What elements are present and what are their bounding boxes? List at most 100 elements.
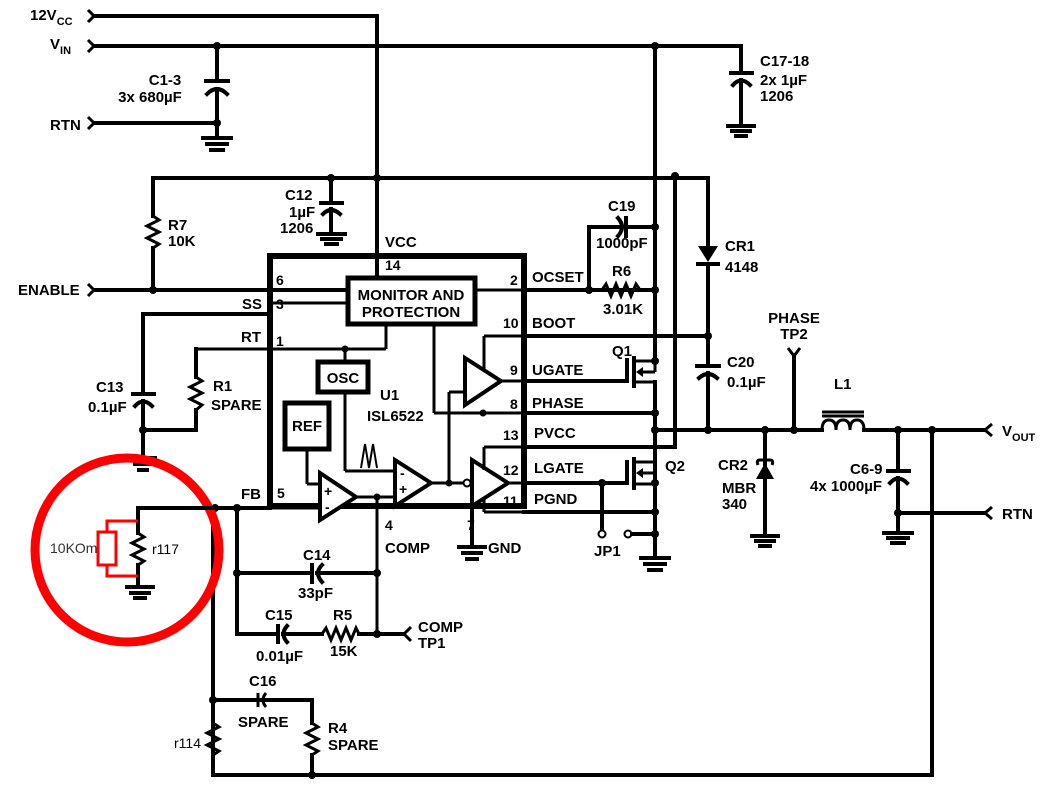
junction-dot xyxy=(651,409,659,417)
junction-dot xyxy=(704,332,712,340)
c20-value: 0.1µF xyxy=(727,374,766,391)
junction-dot xyxy=(149,286,157,294)
resistor-zigzag xyxy=(302,721,322,757)
cr1-value: 4148 xyxy=(725,259,758,276)
cr2-ref: CR2 xyxy=(718,457,748,474)
c12-ref: C12 xyxy=(285,187,313,204)
jp1-ref: JP1 xyxy=(594,543,621,560)
c12-pkg: 1206 xyxy=(280,220,313,237)
resistor-zigzag xyxy=(128,531,148,567)
capacitor-c1-3: C1-3 3x 680µF xyxy=(118,44,230,138)
pin-lgate-label: LGATE xyxy=(534,460,584,477)
error-amp-minus: - xyxy=(325,499,330,515)
junction-dot xyxy=(373,630,381,638)
r117-ref: r117 xyxy=(152,541,179,557)
tp2-line2: TP2 xyxy=(780,326,808,343)
svg-text:12VCC: 12VCC xyxy=(30,7,73,28)
pin-ss-label: SS xyxy=(242,296,262,313)
input-vin: VIN xyxy=(50,36,743,57)
c17-18-pkg: 1206 xyxy=(760,88,793,105)
pin-ugate-label: UGATE xyxy=(532,362,583,379)
resistor-zigzag xyxy=(186,375,206,412)
tp1-line2: TP1 xyxy=(418,635,446,652)
pin-6: 6 xyxy=(276,272,284,288)
testpoint-tp2[interactable]: PHASE TP2 xyxy=(768,310,820,432)
ground-icon xyxy=(639,556,671,572)
jumper-pin[interactable] xyxy=(597,529,607,539)
c19-ref: C19 xyxy=(608,198,636,215)
ground-icon xyxy=(882,531,914,545)
ground-icon xyxy=(457,545,487,561)
pin-rt-label: RT xyxy=(241,329,261,346)
schottky-bar xyxy=(755,458,775,466)
junction-dot xyxy=(651,479,659,487)
r1-ref: R1 xyxy=(213,378,232,395)
label-rtn-in: RTN xyxy=(50,117,81,134)
c16-value: SPARE xyxy=(238,714,289,731)
junction-dot xyxy=(651,357,659,365)
c15-ref: C15 xyxy=(265,607,293,624)
capacitor-c16: C16 SPARE xyxy=(238,673,314,731)
pin-boot-label: BOOT xyxy=(532,315,575,332)
capacitor-c12: C12 1µF 1206 xyxy=(280,176,344,237)
r1-value: SPARE xyxy=(211,397,262,414)
l1-ref: L1 xyxy=(834,376,852,393)
resistor-r1: R1 SPARE xyxy=(141,347,262,432)
capacitor-c14: C14 33pF xyxy=(233,547,381,602)
r6-ref: R6 xyxy=(612,263,631,280)
ic-ref: U1 xyxy=(380,387,399,404)
r5-value: 15K xyxy=(330,643,358,660)
tp1-line1: COMP xyxy=(418,619,463,636)
resistor-r4: R4 SPARE xyxy=(302,698,379,777)
jumper-jp1[interactable]: JP1 xyxy=(594,481,659,560)
resistor-zigzag xyxy=(600,280,642,300)
resistor-zigzag xyxy=(203,721,223,757)
pin-gnd-label: GND xyxy=(488,540,522,557)
pin-phase-label: PHASE xyxy=(532,395,584,412)
monitor-line1: MONITOR AND xyxy=(358,287,465,304)
resistor-zigzag xyxy=(320,624,361,644)
pin-pvcc-label: PVCC xyxy=(534,425,576,442)
q2-ref: Q2 xyxy=(665,458,685,475)
junction-dot xyxy=(209,696,217,704)
mosfet-arrow-icon xyxy=(636,367,643,377)
resistor-r6: R6 3.01K xyxy=(600,263,643,318)
testpoint-icon xyxy=(401,625,413,643)
svg-text:VIN: VIN xyxy=(50,36,71,57)
label-vout: V xyxy=(1002,423,1012,440)
inverter-bubble xyxy=(462,478,472,488)
label-12vcc-sub: CC xyxy=(57,16,73,28)
added-resistor-red: 10KOm xyxy=(50,519,138,578)
error-amp-plus: + xyxy=(324,483,332,499)
pin-ocset-label: OCSET xyxy=(532,269,584,286)
label-vin-sub: IN xyxy=(60,45,71,57)
junction-dot xyxy=(651,426,659,434)
error-amplifier xyxy=(318,469,360,524)
input-enable: ENABLE xyxy=(18,282,350,299)
arrow-vout-icon xyxy=(982,422,993,438)
pin-pgnd-label: PGND xyxy=(534,491,578,508)
c13-value: 0.1µF xyxy=(88,399,127,416)
c1-3-ref: C1-3 xyxy=(149,72,182,89)
added-resistor-value: 10KOm xyxy=(50,540,97,556)
diode-icon xyxy=(698,246,718,262)
input-12vcc: 12VCC xyxy=(30,7,379,28)
c20-ref: C20 xyxy=(727,354,755,371)
tp2-line1: PHASE xyxy=(768,310,820,327)
capacitor-c6-9: C6-9 4x 1000µF xyxy=(810,428,911,533)
pin-13: 13 xyxy=(503,427,519,443)
testpoint-icon xyxy=(786,347,802,359)
junction-dot xyxy=(373,174,381,182)
capacitor-c20: C20 0.1µF xyxy=(695,354,766,432)
pin-8: 8 xyxy=(510,396,518,412)
c6-9-value: 4x 1000µF xyxy=(810,478,882,495)
arrow-rtn-out-icon xyxy=(982,505,993,521)
junction-dot xyxy=(373,569,381,577)
testpoint-tp1[interactable]: COMP TP1 xyxy=(401,619,463,652)
r5-ref: R5 xyxy=(333,607,352,624)
resistor-r7: R7 10K xyxy=(143,176,196,292)
ramp-waveform-icon xyxy=(360,443,378,469)
inductor-l1: L1 xyxy=(820,376,866,431)
pin-11: 11 xyxy=(503,493,518,509)
highlight-circle xyxy=(30,453,224,647)
